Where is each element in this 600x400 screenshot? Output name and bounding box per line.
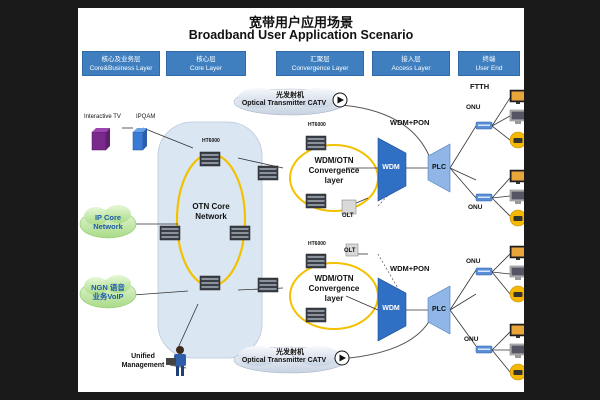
onu-4 xyxy=(475,345,493,354)
catv-top-en: Optical Transmitter CATV xyxy=(241,100,327,107)
wdm-top xyxy=(377,137,407,202)
pc-icon-1 xyxy=(509,109,524,125)
wdm-pon-bottom: WDM+PON xyxy=(390,264,430,273)
olt-top-label: OLT xyxy=(342,213,354,219)
olt-box-bottom xyxy=(345,243,359,257)
wdm-otn-bot-3: layer xyxy=(324,294,344,303)
core-rack-left xyxy=(159,225,181,241)
plc-top xyxy=(427,143,451,193)
ht6000-label-conv-bottom: HT6000 xyxy=(308,241,326,247)
catv-bottom-en: Optical Transmitter CATV xyxy=(241,357,327,364)
ip-core-cloud xyxy=(79,205,137,239)
title-chinese: 宽带用户应用场景 xyxy=(248,15,353,30)
unified-mgmt-2: Management xyxy=(121,362,165,369)
catv-bottom-cn: 光发射机 xyxy=(276,349,304,356)
onu-1 xyxy=(475,121,493,130)
conv-rack-top-2 xyxy=(257,165,279,181)
diagram-canvas: 宽带用户应用场景 Broadband User Application Scen… xyxy=(78,8,524,392)
tv-icon-3 xyxy=(509,245,524,261)
title-english: Broadband User Application Scenario xyxy=(188,28,414,42)
phone-icon-1 xyxy=(509,131,524,149)
core-rack-top xyxy=(199,151,221,167)
network-diagram xyxy=(79,88,524,381)
admin-person-icon xyxy=(166,346,187,376)
phone-icon-2 xyxy=(509,209,524,227)
ngn-voip-label-1: NGN 语音 xyxy=(91,283,125,292)
tv-icon-4 xyxy=(509,323,524,339)
conv-rack-top-1 xyxy=(305,135,327,151)
plc-bottom xyxy=(427,285,451,335)
ftth-label: FTTH xyxy=(470,82,490,91)
wdm-otn-bot-1: WDM/OTN xyxy=(314,274,354,283)
wdm-pon-top: WDM+PON xyxy=(390,118,430,127)
conv-rack-bot-2 xyxy=(257,277,279,293)
interactive-tv-icon xyxy=(91,128,110,151)
catv-cloud-top xyxy=(233,88,348,116)
core-rack-right xyxy=(229,225,251,241)
conv-rack-bot-1 xyxy=(305,253,327,269)
pc-icon-2 xyxy=(509,189,524,205)
onu-label-1: ONU xyxy=(466,104,481,111)
conv-rack-bot-3 xyxy=(305,307,327,323)
olt-bottom-label: OLT xyxy=(344,248,356,254)
phone-icon-4 xyxy=(509,363,524,381)
tv-icon-1 xyxy=(509,89,524,105)
wdm-otn-bot-2: Convergence xyxy=(308,284,360,293)
wdm-otn-top-3: layer xyxy=(324,176,344,185)
tv-icon-2 xyxy=(509,169,524,185)
core-rack-bottom xyxy=(199,275,221,291)
olt-box-top xyxy=(341,199,357,215)
ngn-voip-cloud xyxy=(79,275,137,309)
wdm-top-label: WDM xyxy=(382,164,400,171)
ngn-voip-label-2: 业务VoIP xyxy=(92,292,124,301)
conv-rack-top-3 xyxy=(305,193,327,209)
ipqam-label: IPQAM xyxy=(136,114,156,120)
interactive-tv-label: Interactive TV xyxy=(84,114,121,120)
wdm-otn-top-1: WDM/OTN xyxy=(314,156,354,165)
wdm-bottom xyxy=(377,277,407,342)
onu-label-2: ONU xyxy=(468,204,483,211)
wdm-bottom-label: WDM xyxy=(382,305,400,312)
plc-top-label: PLC xyxy=(432,164,446,171)
catv-top-cn: 光发射机 xyxy=(276,92,304,99)
ht6000-label-core: HT6000 xyxy=(202,138,220,144)
catv-cloud-bottom xyxy=(233,346,350,374)
onu-2 xyxy=(475,193,493,202)
otn-core-label: OTN Core Network xyxy=(192,202,230,221)
pc-icon-4 xyxy=(509,343,524,359)
onu-label-4: ONU xyxy=(464,336,479,343)
unified-mgmt-1: Unified xyxy=(131,353,155,360)
ipqam-icon xyxy=(132,128,147,151)
ip-core-label: IP Core Network xyxy=(93,213,123,231)
onu-3 xyxy=(475,267,493,276)
plc-bottom-label: PLC xyxy=(432,306,446,313)
wdm-otn-top-2: Convergence xyxy=(308,166,360,175)
onu-label-3: ONU xyxy=(466,258,481,265)
ht6000-label-conv-top: HT6000 xyxy=(308,122,326,128)
phone-icon-3 xyxy=(509,285,524,303)
pc-icon-3 xyxy=(509,265,524,281)
